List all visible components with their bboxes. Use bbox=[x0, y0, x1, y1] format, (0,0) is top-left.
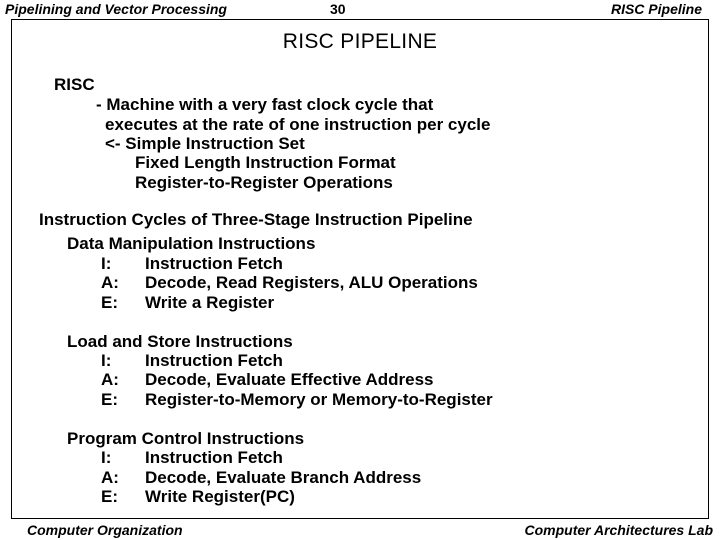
header-topic: RISC Pipeline bbox=[610, 1, 702, 17]
stage-label: E: bbox=[101, 390, 118, 409]
stage-label: E: bbox=[101, 487, 118, 506]
stage-text: Instruction Fetch bbox=[145, 254, 283, 273]
stage-row: A: Decode, Evaluate Effective Address bbox=[101, 370, 434, 390]
page-number: 30 bbox=[330, 1, 346, 17]
stage-label: A: bbox=[101, 273, 119, 292]
stage-row: I: Instruction Fetch bbox=[101, 351, 283, 371]
stage-row: I: Instruction Fetch bbox=[101, 448, 283, 468]
risc-line: executes at the rate of one instruction … bbox=[105, 115, 491, 134]
risc-heading: RISC bbox=[54, 75, 95, 94]
stage-row: I: Instruction Fetch bbox=[101, 254, 283, 274]
stage-row: A: Decode, Evaluate Branch Address bbox=[101, 468, 421, 488]
stage-row: E: Write Register(PC) bbox=[101, 487, 295, 507]
stage-row: E: Register-to-Memory or Memory-to-Regist… bbox=[101, 390, 493, 410]
stage-row: A: Decode, Read Registers, ALU Operations bbox=[101, 273, 478, 293]
group-heading: Data Manipulation Instructions bbox=[67, 234, 316, 253]
risc-line: Fixed Length Instruction Format bbox=[135, 153, 396, 172]
slide-frame bbox=[11, 19, 709, 519]
group-heading: Load and Store Instructions bbox=[67, 332, 293, 351]
cycles-heading: Instruction Cycles of Three-Stage Instru… bbox=[39, 210, 473, 229]
stage-label: I: bbox=[101, 448, 112, 467]
stage-text: Decode, Evaluate Branch Address bbox=[145, 468, 422, 487]
footer-lab: Computer Architectures Lab bbox=[524, 522, 713, 538]
stage-label: I: bbox=[101, 351, 112, 370]
stage-label: I: bbox=[101, 254, 112, 273]
stage-text: Instruction Fetch bbox=[145, 448, 283, 467]
footer-course: Computer Organization bbox=[27, 522, 183, 538]
stage-label: E: bbox=[101, 293, 118, 312]
slide-title: RISC PIPELINE bbox=[282, 30, 438, 53]
stage-text: Decode, Evaluate Effective Address bbox=[145, 370, 434, 389]
stage-label: A: bbox=[101, 468, 119, 487]
stage-text: Write a Register bbox=[145, 293, 275, 312]
stage-text: Decode, Read Registers, ALU Operations bbox=[145, 273, 478, 292]
stage-text: Register-to-Memory or Memory-to-Register bbox=[145, 390, 493, 409]
stage-text: Instruction Fetch bbox=[145, 351, 283, 370]
stage-row: E: Write a Register bbox=[101, 293, 274, 313]
risc-line: - Machine with a very fast clock cycle t… bbox=[96, 95, 434, 114]
stage-label: A: bbox=[101, 370, 119, 389]
risc-line: Register-to-Register Operations bbox=[135, 173, 393, 192]
stage-text: Write Register(PC) bbox=[145, 487, 295, 506]
risc-line: <- Simple Instruction Set bbox=[105, 134, 305, 153]
header-section-title: Pipelining and Vector Processing bbox=[5, 1, 227, 17]
group-heading: Program Control Instructions bbox=[67, 429, 305, 448]
